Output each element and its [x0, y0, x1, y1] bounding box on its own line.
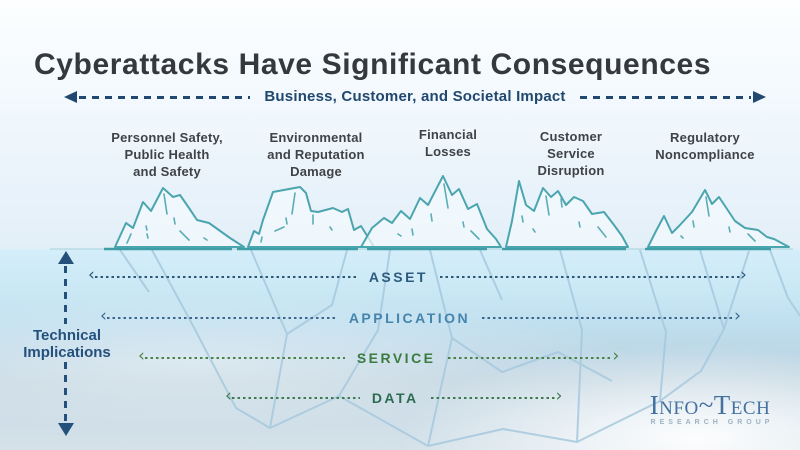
chevron-right-icon: ›	[734, 306, 741, 326]
chevron-left-icon: ‹	[138, 346, 145, 366]
dotted-line	[231, 397, 360, 399]
layer-row-asset: ‹ ASSET ›	[88, 265, 747, 286]
logo-name: Info~Tech	[649, 390, 771, 420]
dotted-line	[482, 317, 735, 319]
layer-label-data: DATA	[371, 390, 419, 406]
chevron-left-icon: ‹	[88, 265, 95, 285]
chevron-right-icon: ›	[612, 346, 620, 366]
iceberg-4	[505, 180, 629, 248]
layer-row-data: ‹ DATA ›	[225, 386, 563, 407]
chevron-right-icon: ›	[555, 386, 563, 406]
iceberg-3	[360, 175, 502, 248]
layer-row-service: ‹ SERVICE ›	[138, 346, 620, 367]
consequence-label-personnel-safety: Personnel Safety, Public Health and Safe…	[111, 130, 223, 179]
iceberg-5	[647, 189, 790, 248]
iceberg-2	[247, 186, 375, 248]
consequence-label-regulatory: Regulatory Noncompliance	[655, 130, 755, 162]
underwater-iceberg-outlines	[119, 249, 800, 447]
water-background	[0, 249, 800, 450]
dashed-line	[79, 95, 251, 99]
arrow-right-icon	[753, 91, 767, 103]
info-tech-logo: Info~Tech RESEARCH GROUP	[640, 390, 780, 427]
layer-label-asset: ASSET	[368, 269, 428, 285]
layer-label-application: APPLICATION	[348, 310, 471, 326]
dashed-line-vertical	[64, 266, 67, 324]
arrow-up-icon	[58, 251, 74, 264]
arrow-down-icon	[58, 423, 74, 436]
dotted-line	[440, 276, 740, 278]
dotted-line	[447, 357, 613, 359]
logo-subtitle: RESEARCH GROUP	[650, 419, 774, 426]
chevron-left-icon: ‹	[100, 306, 107, 326]
chevron-right-icon: ›	[740, 265, 747, 285]
technical-implications-label: Technical Implications	[23, 327, 111, 361]
sky-background	[0, 0, 800, 249]
impact-arrow: Business, Customer, and Societal Impact	[64, 87, 767, 106]
layer-label-service: SERVICE	[356, 350, 436, 366]
chevron-left-icon: ‹	[225, 386, 232, 406]
dashed-line	[579, 95, 752, 99]
dotted-line	[94, 276, 357, 278]
consequence-label-customer-service: Customer Service Disruption	[537, 129, 605, 178]
consequence-label-financial: Financial Losses	[418, 127, 478, 159]
impact-arrow-label: Business, Customer, and Societal Impact	[264, 87, 566, 105]
consequence-label-environmental: Environmental and Reputation Damage	[267, 130, 365, 179]
dashed-line-vertical	[64, 362, 67, 422]
layer-row-application: ‹ APPLICATION ›	[100, 306, 741, 327]
dotted-line	[144, 357, 345, 359]
dotted-line	[106, 317, 337, 319]
dotted-line	[430, 397, 556, 399]
page-title: Cyberattacks Have Significant Consequenc…	[34, 48, 712, 82]
arrow-left-icon	[64, 91, 77, 103]
iceberg-1	[114, 187, 245, 248]
